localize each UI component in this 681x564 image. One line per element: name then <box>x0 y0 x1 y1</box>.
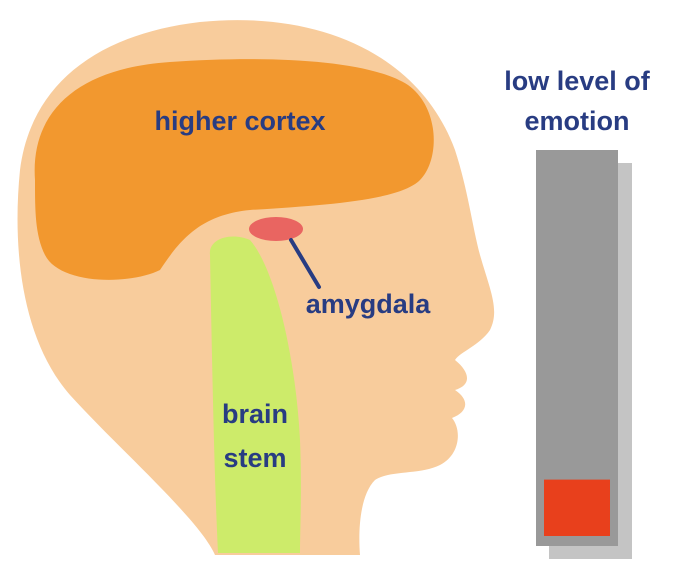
amygdala-region <box>249 217 303 241</box>
label-brain-stem-line2: stem <box>223 443 286 473</box>
emotion-meter <box>536 150 632 559</box>
meter-title-line2: emotion <box>525 106 630 136</box>
label-brain-stem-line1: brain <box>222 399 288 429</box>
meter-title-line1: low level of <box>504 66 651 96</box>
label-higher-cortex: higher cortex <box>154 106 325 136</box>
emotion-meter-fill <box>544 480 610 536</box>
label-amygdala: amygdala <box>306 289 432 319</box>
